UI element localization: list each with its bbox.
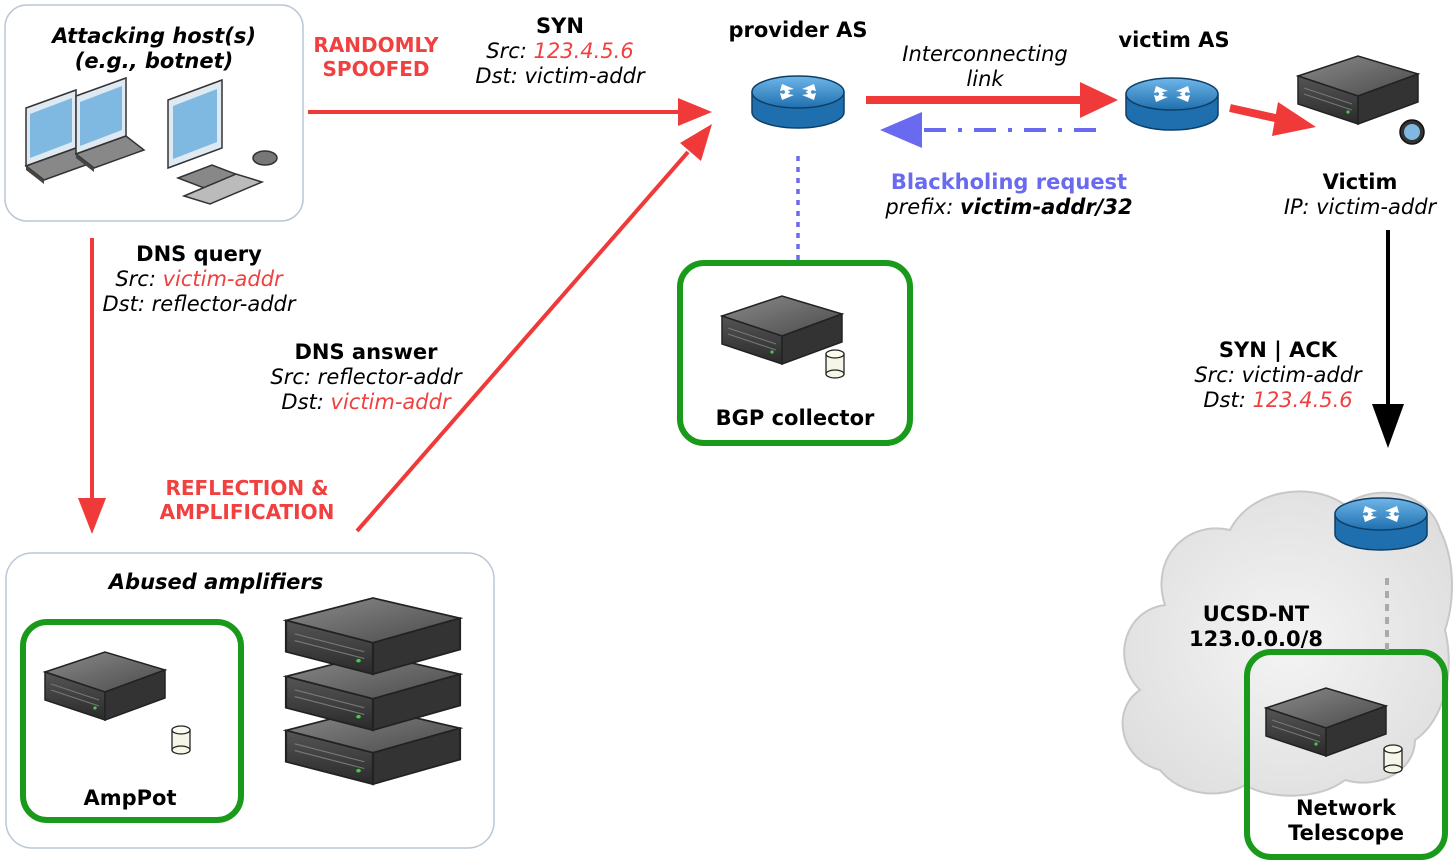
ucsd-prefix: 123.0.0.0/8 <box>1189 627 1323 652</box>
syn-title: SYN <box>536 14 584 38</box>
syn-dst: Dst: victim-addr <box>475 64 645 89</box>
reflection-line1: REFLECTION & <box>165 476 329 500</box>
amppot-label: AmpPot <box>83 786 177 810</box>
bgp-green-box <box>677 260 913 446</box>
amppot-green-box <box>20 619 244 823</box>
randomly-spoofed-label: RANDOMLY SPOOFED <box>300 33 452 81</box>
arrow-blackholing <box>880 112 1096 148</box>
dns-query-dst: Dst: reflector-addr <box>102 292 296 317</box>
provider-router-icon <box>751 75 845 129</box>
telescope-line1: Network <box>1295 796 1396 820</box>
victim-as-router-icon <box>1125 77 1219 131</box>
arrow-dns-query <box>78 238 106 534</box>
blackholing-prefix-label: prefix: <box>885 195 960 220</box>
dns-query-src-value: victim-addr <box>162 267 283 292</box>
synack-label: SYN | ACK Src: victim-addr Dst: 123.4.5.… <box>1180 338 1376 414</box>
dns-answer-dst-value: victim-addr <box>330 390 451 415</box>
telescope-label: Network Telescope <box>1270 796 1422 846</box>
victim-ip: IP: victim-addr <box>1283 195 1437 220</box>
synack-dst-value: 123.4.5.6 <box>1252 388 1353 413</box>
syn-label: SYN Src: 123.4.5.6 Dst: victim-addr <box>460 14 660 90</box>
blackholing-prefix-value: victim-addr/32 <box>959 195 1133 220</box>
telescope-db-icon <box>1383 744 1403 774</box>
dns-query-src-prefix: Src: <box>115 267 163 292</box>
victim-server-icon <box>1297 55 1425 145</box>
arrow-dns-answer <box>355 124 712 533</box>
synack-dst-prefix: Dst: <box>1203 388 1253 413</box>
bgp-collector-label: BGP collector <box>715 406 875 430</box>
attackers-title-line1: Attacking host(s) <box>52 24 256 48</box>
dns-query-label: DNS query Src: victim-addr Dst: reflecto… <box>86 242 312 318</box>
synack-title: SYN | ACK <box>1218 338 1338 362</box>
dns-answer-src: Src: reflector-addr <box>270 365 462 390</box>
arrow-synack <box>1372 230 1404 448</box>
attackers-title-line2: (e.g., botnet) <box>74 49 234 74</box>
interconnecting-line2: link <box>966 67 1004 92</box>
ucsd-name: UCSD-NT <box>1202 602 1310 626</box>
attackers-title: Attacking host(s) (e.g., botnet) <box>34 24 274 74</box>
arrow-interconnect <box>866 82 1118 118</box>
randomly-label: RANDOMLY <box>313 33 439 57</box>
blackholing-title: Blackholing request <box>890 170 1128 194</box>
dns-answer-dst-prefix: Dst: <box>281 390 331 415</box>
provider-as-label: provider AS <box>728 18 868 42</box>
amppot-db-icon <box>171 725 191 755</box>
dns-answer-label: DNS answer Src: reflector-addr Dst: vict… <box>252 340 480 416</box>
synack-src: Src: victim-addr <box>1194 363 1362 388</box>
blackholing-label: Blackholing request prefix: victim-addr/… <box>860 170 1158 220</box>
arrow-to-victim <box>1229 102 1316 136</box>
laptops-and-desktop-icon <box>25 77 278 205</box>
bgp-server-icon <box>721 295 843 365</box>
ucsd-router-icon <box>1334 497 1428 551</box>
arrow-syn <box>308 98 712 126</box>
amplifiers-title: Abused amplifiers <box>108 570 324 594</box>
server-stack-icon <box>284 596 462 786</box>
dns-answer-title: DNS answer <box>294 340 438 364</box>
telescope-line2: Telescope <box>1288 821 1404 846</box>
bgp-db-icon <box>825 349 845 379</box>
interconnecting-label: Interconnecting link <box>880 42 1090 92</box>
interconnecting-line1: Interconnecting <box>902 42 1068 66</box>
dns-query-title: DNS query <box>136 242 262 266</box>
victim-label: Victim IP: victim-addr <box>1270 170 1450 220</box>
reflection-line2: AMPLIFICATION <box>159 500 335 524</box>
telescope-green-box <box>1244 649 1448 860</box>
syn-src-value: 123.4.5.6 <box>533 39 634 64</box>
syn-src-prefix: Src: <box>486 39 534 64</box>
spoofed-label: SPOOFED <box>322 57 430 81</box>
ucsd-label: UCSD-NT 123.0.0.0/8 <box>1180 602 1332 652</box>
victim-as-label: victim AS <box>1118 28 1230 52</box>
victim-title: Victim <box>1322 170 1398 194</box>
reflection-label: REFLECTION & AMPLIFICATION <box>142 476 352 524</box>
